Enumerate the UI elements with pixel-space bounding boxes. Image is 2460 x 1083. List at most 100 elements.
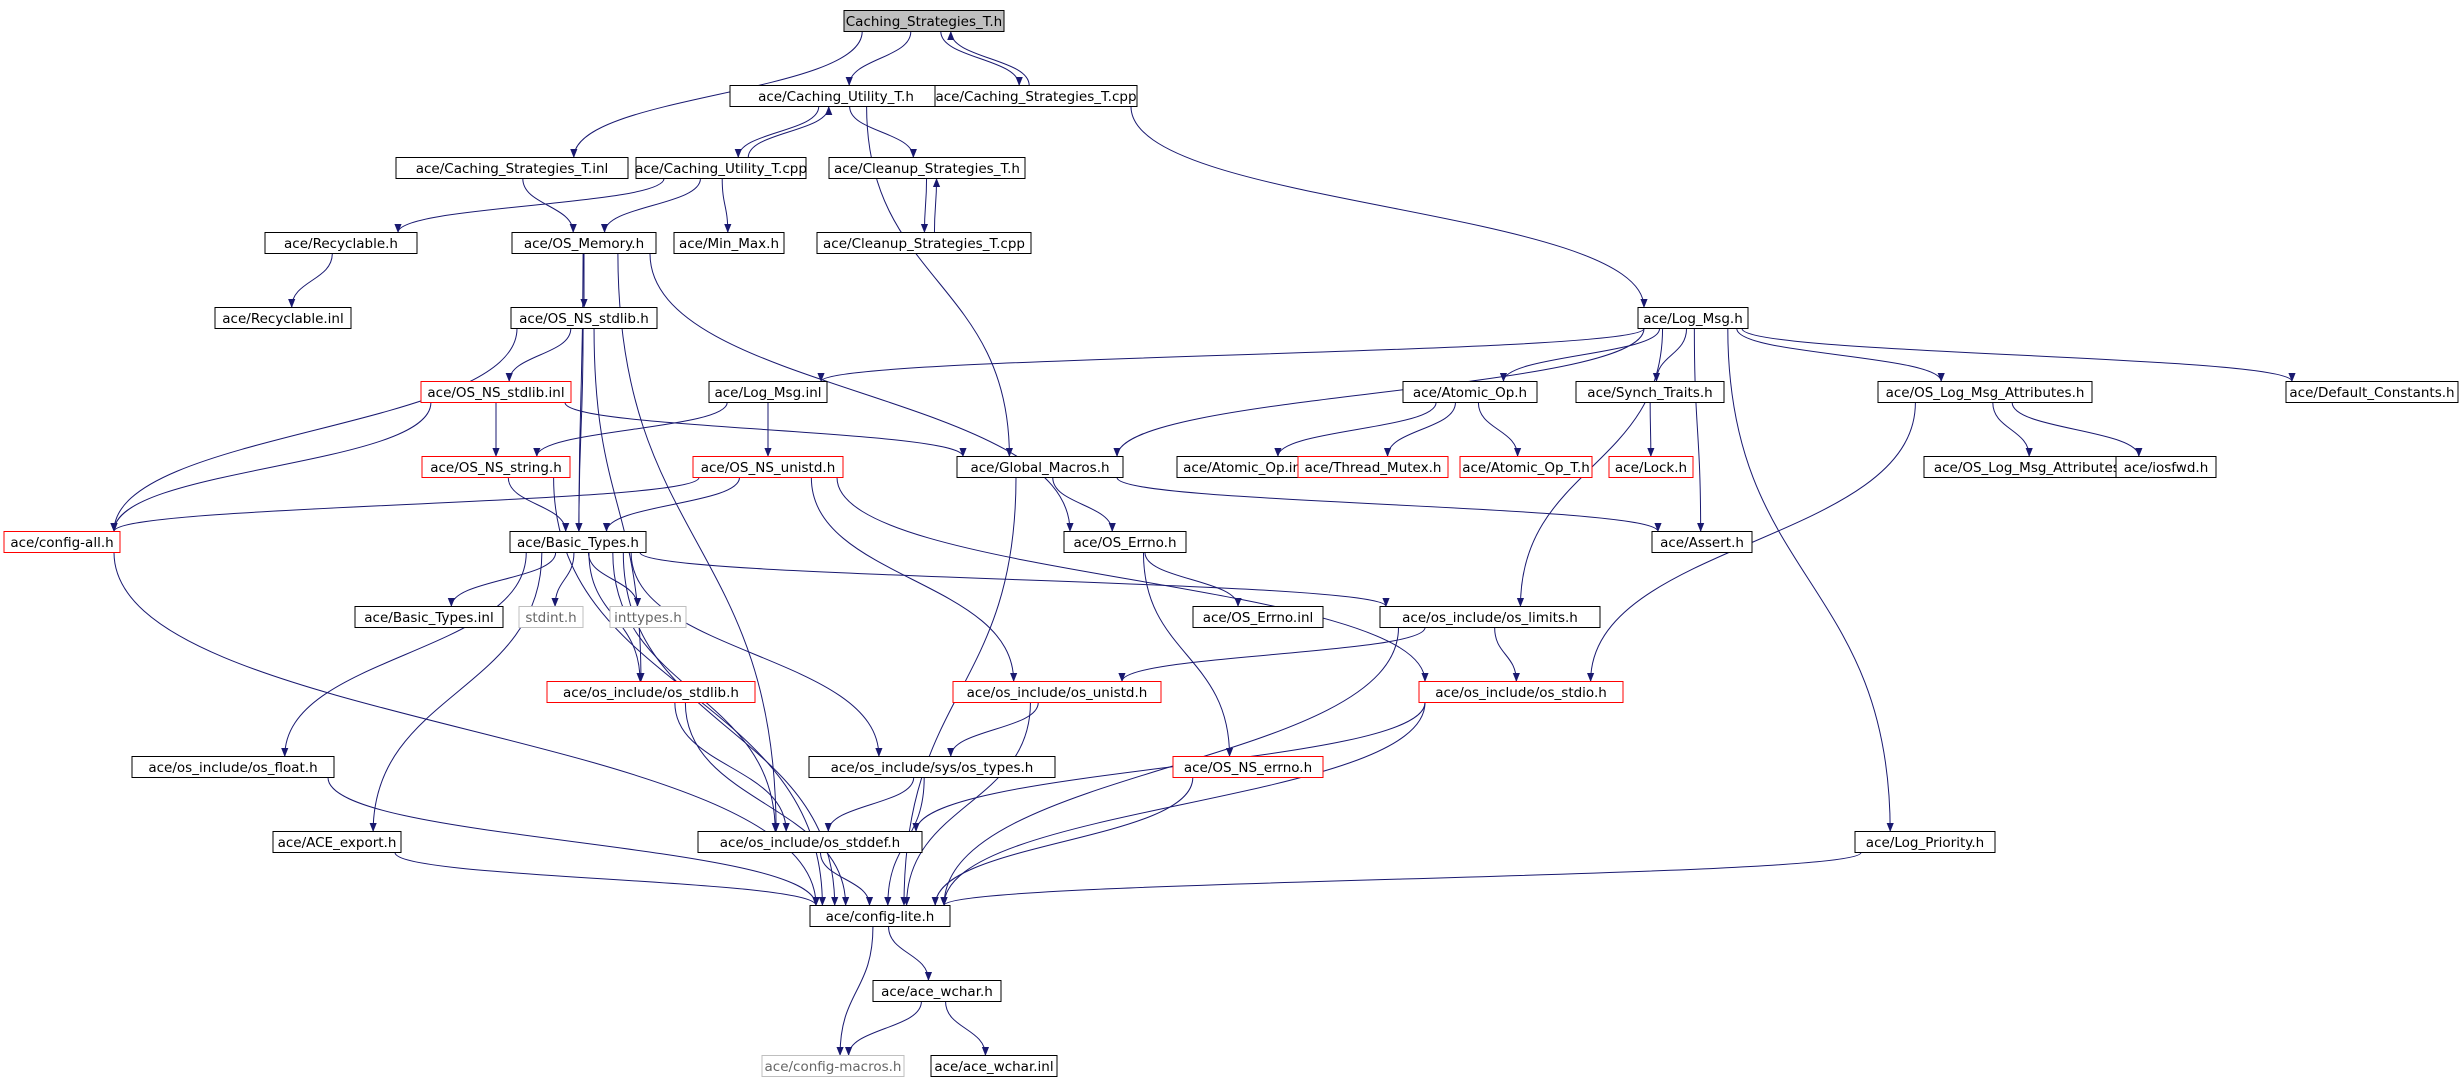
- node-global-macros-h[interactable]: ace/Global_Macros.h: [956, 456, 1124, 478]
- node-label: ace/Log_Msg.h: [1643, 311, 1743, 327]
- node-os-errno-h[interactable]: ace/OS_Errno.h: [1063, 531, 1187, 553]
- node-label: inttypes.h: [614, 610, 682, 626]
- include-edge-os_include_sys_os_types_h-to-os_include_os_stddef_h: [824, 777, 915, 832]
- node-box: [1637, 307, 1749, 329]
- node-os-errno-inl[interactable]: ace/OS_Errno.inl: [1192, 606, 1324, 628]
- node-box: [395, 157, 629, 179]
- node-os-include-os-float-h[interactable]: ace/os_include/os_float.h: [131, 756, 335, 778]
- node-atomic-op-t-h[interactable]: ace/Atomic_Op_T.h: [1459, 456, 1593, 478]
- include-edge-caching_strategies_inl-to-os_memory_h: [522, 178, 577, 233]
- include-edge-ace_wchar_h-to-config_macros_h: [845, 1001, 922, 1056]
- include-edge-os_ns_stdlib_h-to-os_ns_stdlib_inl: [505, 328, 572, 382]
- node-caching-strategies-cpp[interactable]: ace/Caching_Strategies_T.cpp: [934, 85, 1138, 107]
- node-os-ns-stdlib-inl[interactable]: ace/OS_NS_stdlib.inl: [420, 381, 572, 403]
- include-edge-os_ns_unistd_h-to-os_include_os_unistd_h: [810, 477, 1018, 682]
- node-label: ace/Min_Max.h: [679, 236, 779, 252]
- include-edge-os_ns_errno_h-to-config_lite_h: [931, 777, 1194, 906]
- include-edge-os_ns_stdlib_inl-to-global_macros_h: [564, 402, 967, 457]
- node-os-include-os-stddef-h[interactable]: ace/os_include/os_stddef.h: [697, 831, 923, 853]
- node-config-lite-h[interactable]: ace/config-lite.h: [809, 905, 951, 927]
- include-edge-caching_strategies_cpp-to-log_msg_h: [1130, 106, 1648, 308]
- include-edge-os_log_msg_attributes_h-to-os_include_os_stdio_h: [1587, 402, 1916, 682]
- node-caching-utility-cpp[interactable]: ace/Caching_Utility_T.cpp: [635, 157, 807, 179]
- node-config-all-h[interactable]: ace/config-all.h: [3, 531, 121, 553]
- node-box: [214, 307, 352, 329]
- node-cleanup-strategies-cpp[interactable]: ace/Cleanup_Strategies_T.cpp: [816, 232, 1032, 254]
- node-os-memory-h[interactable]: ace/OS_Memory.h: [511, 232, 657, 254]
- include-edge-os_include_os_float_h-to-config_lite_h: [327, 777, 820, 906]
- node-assert-h[interactable]: ace/Assert.h: [1651, 531, 1753, 553]
- include-edge-ace_wchar_h-to-ace_wchar_inl: [945, 1001, 990, 1056]
- node-label: Caching_Strategies_T.h: [846, 14, 1003, 30]
- node-box: [1379, 606, 1601, 628]
- node-basic-types-h[interactable]: ace/Basic_Types.h: [509, 531, 647, 553]
- node-label: ace/os_include/os_float.h: [148, 760, 317, 776]
- node-os-ns-errno-h[interactable]: ace/OS_NS_errno.h: [1172, 756, 1324, 778]
- node-label: ace/iosfwd.h: [2124, 460, 2209, 476]
- node-thread-mutex-h[interactable]: ace/Thread_Mutex.h: [1297, 456, 1449, 478]
- include-edge-log_msg_h-to-os_log_msg_attributes_h: [1736, 328, 1945, 382]
- node-caching-utility-h[interactable]: ace/Caching_Utility_T.h: [729, 85, 943, 107]
- node-label: ace/ACE_export.h: [278, 835, 397, 851]
- node-ace-wchar-h[interactable]: ace/ace_wchar.h: [872, 980, 1002, 1002]
- node-label: ace/Assert.h: [1660, 535, 1744, 551]
- node-box: [3, 531, 121, 553]
- node-recyclable-inl[interactable]: ace/Recyclable.inl: [214, 307, 352, 329]
- node-cleanup-strategies-h[interactable]: ace/Cleanup_Strategies_T.h: [828, 157, 1026, 179]
- node-synch-traits-h[interactable]: ace/Synch_Traits.h: [1575, 381, 1725, 403]
- node-os-include-sys-os-types-h[interactable]: ace/os_include/sys/os_types.h: [808, 756, 1056, 778]
- node-os-ns-string-h[interactable]: ace/OS_NS_string.h: [421, 456, 571, 478]
- node-root[interactable]: Caching_Strategies_T.h: [843, 10, 1005, 32]
- node-log-priority-h[interactable]: ace/Log_Priority.h: [1854, 831, 1996, 853]
- node-lock-h[interactable]: ace/Lock.h: [1608, 456, 1694, 478]
- node-atomic-op-h[interactable]: ace/Atomic_Op.h: [1402, 381, 1538, 403]
- node-label: ace/Recyclable.inl: [222, 311, 343, 327]
- node-label: ace/Basic_Types.h: [517, 535, 639, 551]
- node-atomic-op-inl[interactable]: ace/Atomic_Op.inl: [1176, 456, 1312, 478]
- node-log-msg-inl[interactable]: ace/Log_Msg.inl: [708, 381, 828, 403]
- node-box: [934, 85, 1138, 107]
- node-os-include-os-limits-h[interactable]: ace/os_include/os_limits.h: [1379, 606, 1601, 628]
- node-ace-wchar-inl[interactable]: ace/ace_wchar.inl: [930, 1055, 1058, 1077]
- node-min-max-h[interactable]: ace/Min_Max.h: [673, 232, 785, 254]
- nodes-layer: Caching_Strategies_T.h ace/Caching_Utilit…: [3, 10, 2459, 1077]
- node-os-log-msg-attributes-inl[interactable]: ace/OS_Log_Msg_Attributes.inl: [1923, 456, 2151, 478]
- node-os-include-os-stdlib-h[interactable]: ace/os_include/os_stdlib.h: [546, 681, 756, 703]
- include-edge-caching_utility_h-to-caching_utility_cpp: [734, 106, 820, 158]
- node-recyclable-h[interactable]: ace/Recyclable.h: [264, 232, 418, 254]
- node-box: [518, 606, 584, 628]
- node-box: [809, 905, 951, 927]
- include-edge-os_errno_h-to-os_errno_inl: [1144, 552, 1242, 607]
- node-label: ace/ace_wchar.inl: [934, 1059, 1053, 1075]
- node-box: [816, 232, 1032, 254]
- node-caching-strategies-inl[interactable]: ace/Caching_Strategies_T.inl: [395, 157, 629, 179]
- node-default-constants-h[interactable]: ace/Default_Constants.h: [2285, 381, 2459, 403]
- node-label: ace/OS_NS_unistd.h: [701, 460, 836, 476]
- node-log-msg-h[interactable]: ace/Log_Msg.h: [1637, 307, 1749, 329]
- node-label: ace/ace_wchar.h: [881, 984, 993, 1000]
- node-os-log-msg-attributes-h[interactable]: ace/OS_Log_Msg_Attributes.h: [1877, 381, 2093, 403]
- node-os-include-os-stdio-h[interactable]: ace/os_include/os_stdio.h: [1418, 681, 1624, 703]
- node-label: ace/config-lite.h: [826, 909, 935, 925]
- include-edge-config_lite_h-to-ace_wchar_h: [888, 926, 933, 981]
- node-basic-types-inl[interactable]: ace/Basic_Types.inl: [354, 606, 504, 628]
- node-ace-export-h[interactable]: ace/ACE_export.h: [272, 831, 402, 853]
- node-os-ns-stdlib-h[interactable]: ace/OS_NS_stdlib.h: [510, 307, 658, 329]
- include-edge-os_ns_unistd_h-to-basic_types_h: [602, 477, 740, 532]
- include-edge-os_ns_unistd_h-to-os_include_os_stdio_h: [836, 477, 1429, 682]
- node-box: [843, 10, 1005, 32]
- include-edge-caching_utility_cpp-to-caching_utility_h: [747, 106, 833, 158]
- node-stdint-h: stdint.h: [518, 606, 584, 628]
- include-edge-os_include_os_stdlib_h-to-config_lite_h: [684, 702, 850, 906]
- node-os-include-os-unistd-h[interactable]: ace/os_include/os_unistd.h: [952, 681, 1162, 703]
- include-edge-root-to-caching_strategies_inl: [570, 31, 863, 158]
- node-os-ns-unistd-h[interactable]: ace/OS_NS_unistd.h: [692, 456, 844, 478]
- include-edge-caching_utility_h-to-cleanup_strategies_h: [849, 106, 917, 158]
- include-edge-basic_types_h-to-os_include_os_limits_h: [639, 552, 1390, 607]
- node-iosfwd-h[interactable]: ace/iosfwd.h: [2115, 456, 2217, 478]
- include-edge-log_priority_h-to-config_lite_h: [940, 852, 1862, 906]
- node-box: [1063, 531, 1187, 553]
- include-edge-caching_utility_cpp-to-min_max_h: [721, 178, 732, 233]
- node-label: ace/Lock.h: [1615, 460, 1687, 476]
